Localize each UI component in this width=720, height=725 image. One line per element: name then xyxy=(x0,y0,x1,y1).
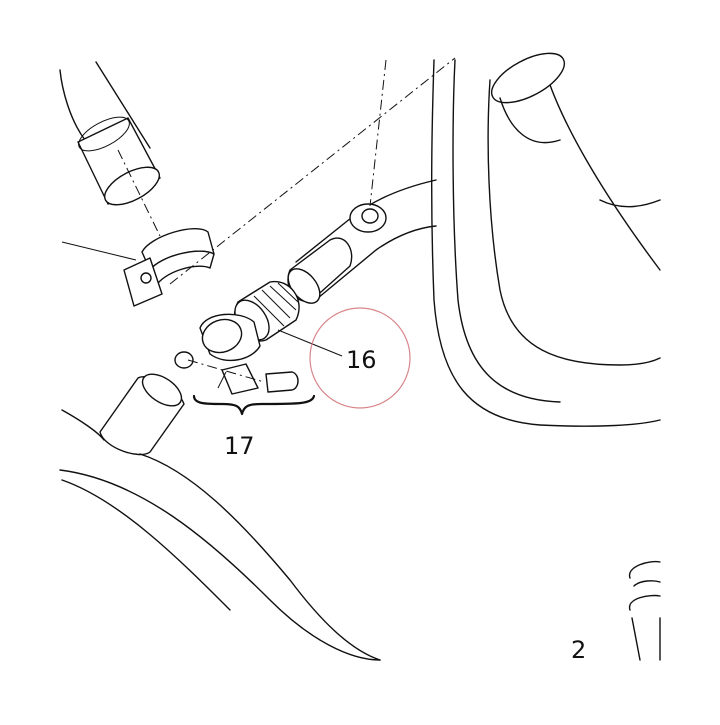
leader-16 xyxy=(277,329,343,357)
right-pipe-bend xyxy=(430,52,661,427)
callout-2: 2 xyxy=(571,636,587,664)
assembly-axis-lines xyxy=(117,57,456,383)
clamp-ring-assembly xyxy=(174,313,299,395)
pipe-clamp xyxy=(61,228,215,307)
highlight-circle xyxy=(309,307,411,409)
lower-left-pipe xyxy=(59,373,381,661)
part-2-fragment xyxy=(629,560,661,661)
assembly-brace xyxy=(192,394,316,416)
mid-tube xyxy=(287,179,437,304)
upper-left-pipe xyxy=(59,61,161,206)
callout-16: 16 xyxy=(346,346,377,374)
callout-17: 17 xyxy=(224,432,255,460)
